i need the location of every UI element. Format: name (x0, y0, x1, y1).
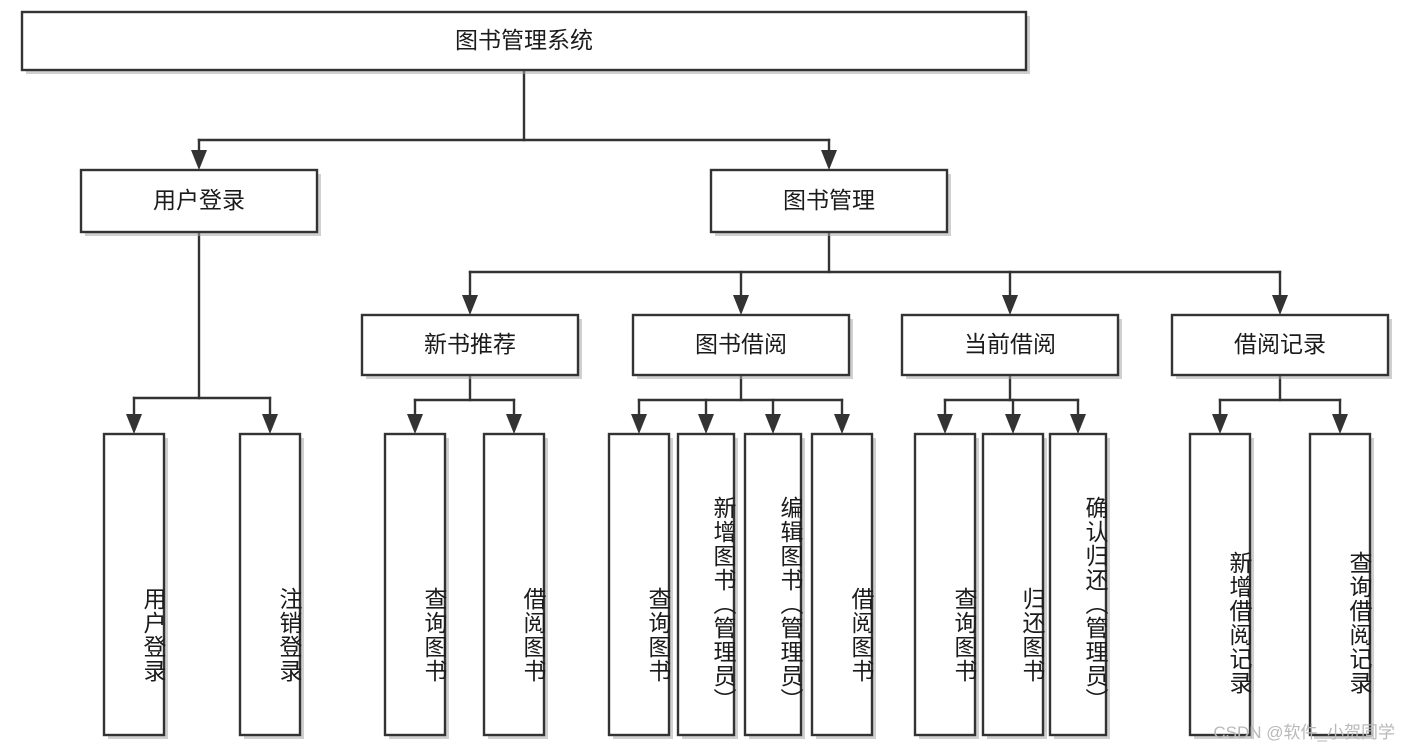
node-login[interactable] (79, 168, 321, 236)
node-newbook[interactable] (360, 313, 582, 379)
node-bookmgmt[interactable] (709, 168, 951, 236)
node-c-confirm[interactable] (1048, 432, 1110, 739)
node-b-add[interactable] (676, 432, 738, 739)
node-n-query[interactable] (383, 432, 449, 739)
node-l-login[interactable] (102, 432, 168, 739)
node-l-logout[interactable] (238, 432, 304, 739)
boxes-layer (20, 10, 1392, 739)
node-label: 新书推荐 (424, 331, 516, 357)
node-b-lend[interactable] (810, 432, 876, 739)
node-b-edit[interactable] (743, 432, 805, 739)
node-label: 当前借阅 (964, 331, 1056, 357)
node-n-borrow[interactable] (482, 432, 548, 739)
edges-layer (126, 68, 1348, 434)
node-current[interactable] (900, 313, 1122, 379)
node-label: 图书借阅 (695, 331, 787, 357)
node-b-query[interactable] (607, 432, 673, 739)
node-record[interactable] (1170, 313, 1392, 379)
node-root[interactable] (20, 10, 1030, 74)
watermark: CSDN @软件_小贺同学 (1213, 723, 1395, 742)
node-r-query[interactable] (1308, 432, 1374, 739)
node-c-query[interactable] (913, 432, 979, 739)
node-label: 用户登录 (153, 187, 245, 213)
node-label: 图书管理系统 (455, 27, 593, 53)
node-borrow[interactable] (631, 313, 853, 379)
node-c-return[interactable] (981, 432, 1047, 739)
node-r-add[interactable] (1188, 432, 1254, 739)
node-label: 图书管理 (783, 187, 875, 213)
node-label: 借阅记录 (1234, 331, 1326, 357)
